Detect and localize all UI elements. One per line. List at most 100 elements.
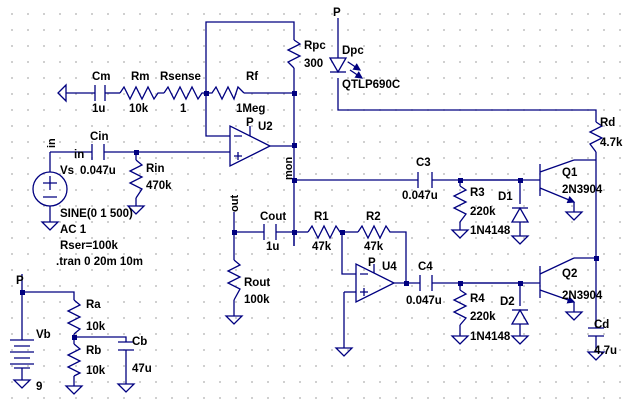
rd-name: Rd — [600, 117, 615, 129]
c4-name: C4 — [418, 261, 433, 273]
resistor-rsense — [163, 85, 206, 101]
vs-spec: SINE(0 1 500) — [60, 208, 133, 220]
r4-name: R4 — [470, 293, 485, 305]
q1-name: Q1 — [562, 167, 578, 179]
transistor-q1 — [539, 159, 576, 204]
u4-name: U4 — [382, 261, 397, 273]
ground-symbol-cm — [57, 83, 67, 103]
resistor-r3 — [452, 185, 468, 223]
capacitor-c3 — [417, 172, 433, 188]
cm-name: Cm — [92, 71, 111, 83]
vs-ac: AC 1 — [60, 224, 87, 236]
tran-directive: .tran 0 20m 10m — [56, 256, 143, 268]
r1-value: 47k — [312, 241, 332, 253]
c3-value: 0.047u — [402, 190, 438, 202]
u2-name: U2 — [258, 121, 273, 133]
ground-symbol-q2 — [564, 311, 584, 321]
r3-name: R3 — [470, 187, 485, 199]
ground-symbol-vb — [12, 379, 32, 389]
rout-name: Rout — [244, 277, 270, 289]
rf-name: Rf — [246, 71, 258, 83]
resistor-rd — [588, 121, 604, 153]
capacitor-cm — [94, 85, 106, 101]
transistor-q2 — [539, 257, 576, 304]
in-net-label: in — [46, 138, 58, 148]
p-top-label: P — [333, 7, 341, 19]
resistor-rout — [226, 259, 242, 301]
ground-symbol-vs — [40, 221, 60, 231]
ground-symbol-cb — [116, 383, 136, 393]
vb-value: 9 — [36, 381, 42, 393]
resistor-r1 — [307, 224, 342, 240]
cm-value: 1u — [92, 103, 105, 115]
p-u2-label: P — [246, 117, 254, 129]
resistor-rf — [206, 85, 245, 101]
rd-value: 4.7k — [600, 137, 623, 149]
capacitor-cout — [263, 224, 277, 240]
q1-value: 2N3904 — [562, 184, 603, 196]
opamp-u2 — [229, 124, 272, 168]
labels: Cm 1u Rm 10k Rsense 1 Rf 1Meg Rpc 300 Dp… — [16, 7, 623, 393]
ground-symbol-cd — [586, 351, 606, 361]
r2-name: R2 — [366, 211, 381, 223]
rpc-name: Rpc — [304, 40, 326, 52]
out-net-label: out — [229, 195, 241, 212]
ground-symbol-u4 — [334, 347, 354, 357]
d2-value: 1N4148 — [470, 331, 511, 343]
rpc-value: 300 — [304, 58, 323, 70]
q2-value: 2N3904 — [562, 290, 603, 302]
vs-rser: Rser=100k — [60, 240, 118, 252]
r4-value: 220k — [470, 311, 496, 323]
resistor-rm — [119, 85, 164, 101]
r3-value: 220k — [470, 206, 496, 218]
resistor-rb — [66, 343, 82, 377]
in-wire-label: in — [74, 149, 84, 161]
ground-symbol-d2 — [510, 335, 530, 345]
ground-symbol-rout — [224, 315, 244, 325]
vs-name: Vs — [60, 165, 74, 177]
voltage-source-vs — [32, 171, 68, 207]
cb-name: Cb — [132, 336, 147, 348]
diode-d2 — [510, 308, 530, 325]
rsense-name: Rsense — [160, 71, 201, 83]
cout-name: Cout — [260, 211, 286, 223]
resistor-rpc — [286, 39, 302, 69]
cin-value: 0.047u — [80, 165, 116, 177]
c3-name: C3 — [416, 157, 431, 169]
ra-value: 10k — [86, 321, 106, 333]
capacitor-cd — [588, 327, 604, 337]
opamp-u4 — [355, 262, 396, 304]
cout-value: 1u — [266, 241, 279, 253]
r1-name: R1 — [314, 211, 329, 223]
p-left-label: P — [16, 275, 24, 287]
rsense-value: 1 — [180, 103, 187, 115]
rb-name: Rb — [86, 345, 101, 357]
dpc-value: QTLP690C — [342, 79, 400, 91]
ground-symbol-q1 — [564, 211, 584, 221]
rin-value: 470k — [146, 180, 172, 192]
cd-name: Cd — [594, 319, 609, 331]
rm-name: Rm — [131, 71, 150, 83]
d1-value: 1N4148 — [470, 225, 511, 237]
d2-name: D2 — [500, 296, 515, 308]
c4-value: 0.047u — [406, 295, 442, 307]
resistor-r4 — [452, 289, 468, 326]
resistor-ra — [66, 299, 82, 335]
cin-name: Cin — [90, 131, 109, 143]
battery-vb — [10, 339, 34, 369]
dpc-name: Dpc — [342, 45, 364, 57]
p-u4-label: P — [368, 257, 376, 269]
resistor-rin — [128, 159, 144, 199]
capacitor-cin — [91, 144, 105, 160]
ground-symbol-rin — [126, 205, 146, 215]
resistor-r2 — [357, 224, 392, 240]
d1-name: D1 — [498, 191, 513, 203]
diode-d1 — [510, 206, 530, 223]
capacitor-cb — [118, 341, 134, 362]
ground-symbol-r4 — [450, 335, 470, 345]
ra-name: Ra — [86, 299, 101, 311]
rout-value: 100k — [244, 294, 270, 306]
mon-label: mon — [283, 157, 295, 181]
